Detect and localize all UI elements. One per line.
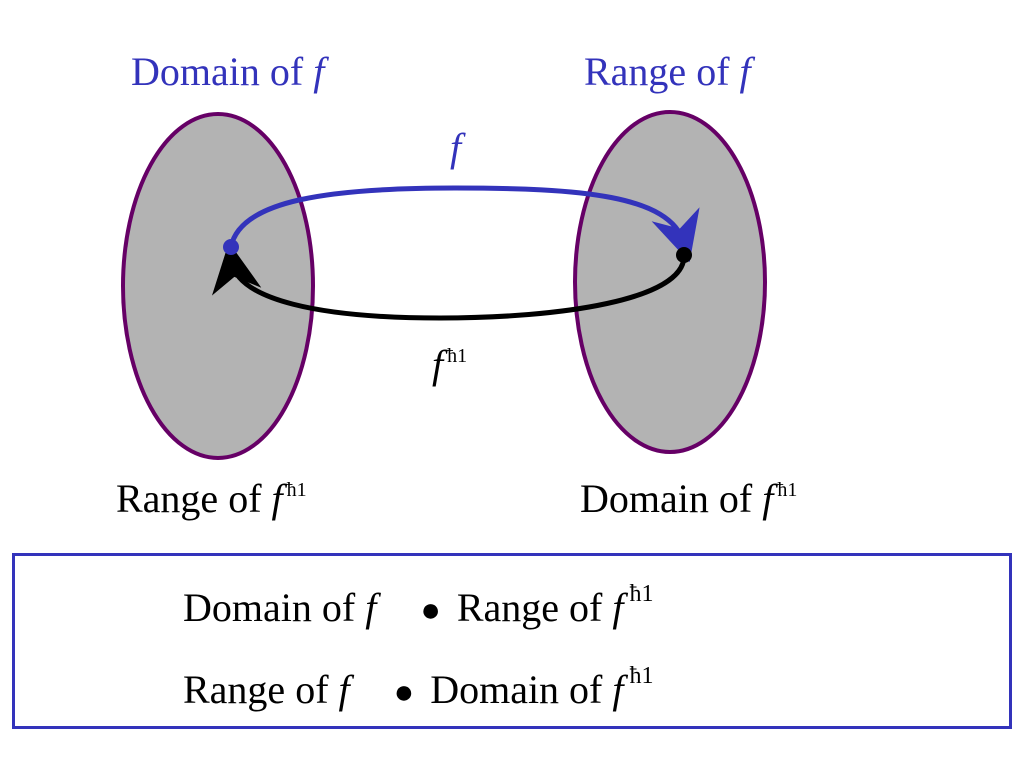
inverse-superscript: ħ1 bbox=[629, 663, 654, 689]
f-inverse-arrow bbox=[212, 242, 687, 321]
relation-right: Range of bbox=[456, 585, 603, 630]
domain-of-f-label: Domain of f bbox=[131, 52, 324, 92]
relation-symbol: ● bbox=[420, 592, 441, 629]
f-arrow-label: f bbox=[450, 125, 462, 170]
f-symbol: f bbox=[612, 585, 624, 630]
f-symbol: f bbox=[313, 49, 325, 94]
f-symbol: f bbox=[365, 585, 377, 630]
f-symbol: f bbox=[432, 342, 444, 387]
f-symbol: f bbox=[338, 667, 350, 712]
inverse-superscript: ħ1 bbox=[286, 479, 307, 501]
inverse-superscript: ħ1 bbox=[629, 581, 654, 607]
domain-of-text: Domain of bbox=[580, 476, 753, 521]
f-symbol: f bbox=[612, 667, 624, 712]
relation-left: Range of bbox=[183, 667, 329, 712]
domain-oval bbox=[121, 112, 315, 460]
f-symbol: f bbox=[739, 49, 751, 94]
relation-right: Domain of bbox=[430, 667, 603, 712]
inverse-superscript: ħ1 bbox=[777, 479, 798, 501]
relation-left: Domain of bbox=[183, 585, 356, 630]
domain-of-text: Domain of bbox=[131, 49, 304, 94]
f-symbol: f bbox=[762, 476, 774, 521]
f-symbol: f bbox=[271, 476, 283, 521]
range-of-f-label: Range of f bbox=[584, 52, 751, 92]
range-of-text: Range of bbox=[116, 476, 262, 521]
range-point bbox=[676, 247, 692, 263]
inverse-superscript: ħ1 bbox=[447, 345, 468, 367]
domain-point bbox=[223, 239, 239, 255]
range-of-text: Range of bbox=[584, 49, 730, 94]
f-arrow bbox=[228, 185, 700, 263]
relation-symbol: ● bbox=[393, 674, 415, 711]
